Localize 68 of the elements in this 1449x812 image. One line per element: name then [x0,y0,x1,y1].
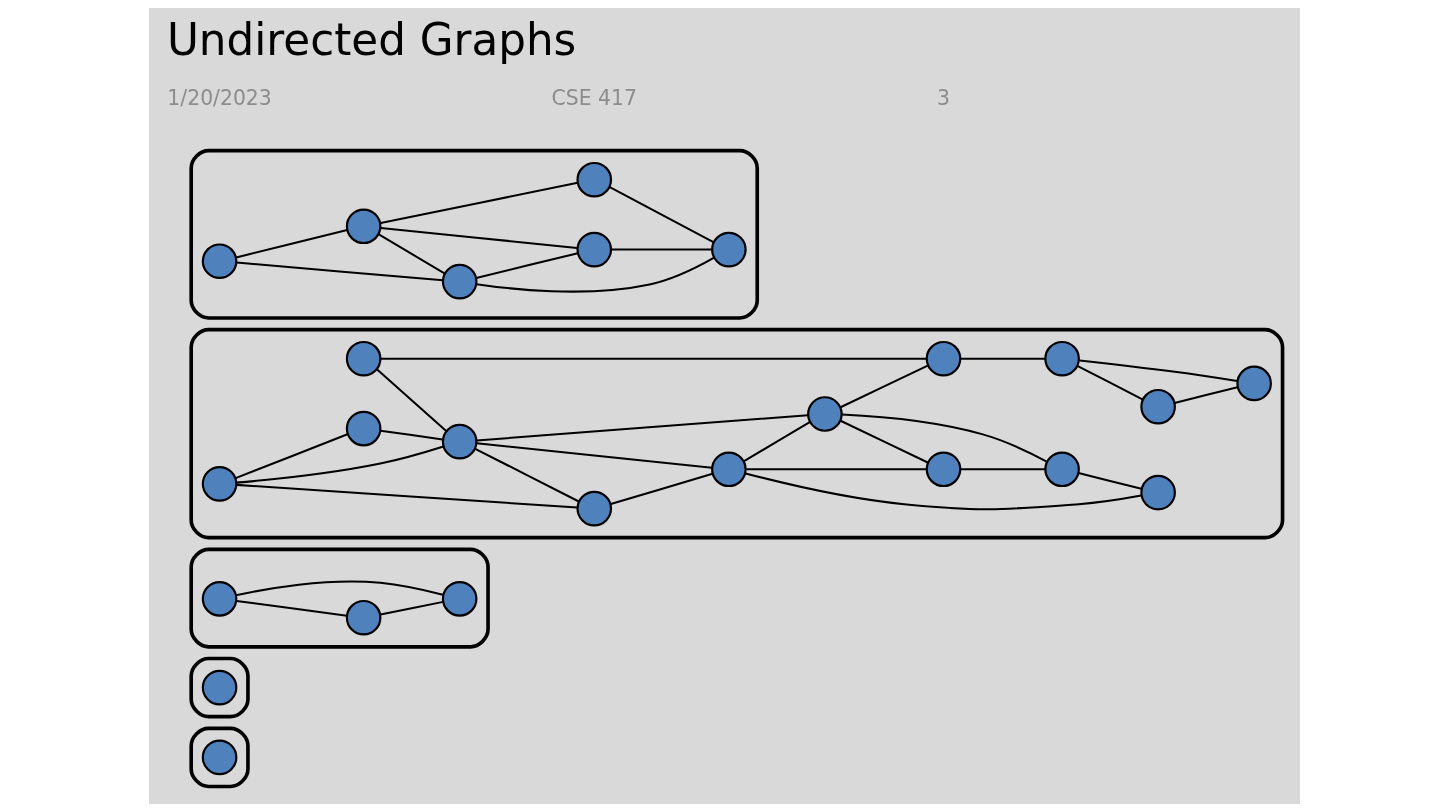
connector [476,442,712,469]
connector [236,599,348,617]
connector [235,229,348,259]
node-circle [576,231,613,268]
connector [610,472,713,506]
connector [746,468,927,471]
connector [236,483,578,509]
node-circle [1236,365,1272,402]
node-circle [201,669,238,706]
node-circle [925,451,962,488]
cluster [189,327,1285,540]
node-circle [345,410,382,447]
connector [960,468,1046,471]
connector [476,257,715,293]
node-circle [441,423,478,460]
connector [743,421,811,463]
node-circle [576,490,613,527]
node-circle [345,599,382,636]
node-circle [925,340,962,377]
node-circle [201,581,238,617]
cluster [189,656,250,719]
connector [235,580,444,597]
connector [1174,386,1238,404]
cluster [189,148,760,320]
connector [840,364,929,409]
connector [236,445,444,484]
connector [1076,364,1144,401]
connector [376,368,447,432]
label: 1/20/2023 [167,86,272,111]
node-circle [807,396,843,432]
connector [611,248,712,251]
connector [745,472,1142,511]
connector [377,233,446,275]
node-circle [201,466,238,502]
connector [380,181,578,225]
diagram-title: Undirected Graphs [166,13,577,65]
connector [380,429,443,441]
node-circle [1140,474,1176,511]
node-circle [711,451,747,488]
label: 3 [937,86,950,111]
cluster [189,547,490,649]
connector [841,413,1048,463]
connector [236,261,443,282]
node-circle [201,739,238,776]
connector [960,357,1046,360]
node-circle [1140,388,1176,425]
connector [840,419,929,464]
connector [380,357,927,360]
connector [609,186,714,244]
node-circle [576,161,613,198]
node-circle [711,231,747,268]
connector [1078,472,1142,490]
connector [476,252,579,279]
node-circle [345,340,382,377]
connector [235,433,348,480]
connector [474,447,580,503]
cluster [189,726,250,789]
connector [476,414,808,442]
node-circle [441,581,478,617]
node-circle [1044,340,1080,377]
label: CSE 417 [551,86,637,111]
connector [380,600,444,616]
node-circle [441,263,478,300]
node-circle [345,208,382,245]
node-circle [1044,451,1080,488]
connector [1079,359,1238,382]
node-circle [201,243,238,280]
connector [380,226,578,249]
